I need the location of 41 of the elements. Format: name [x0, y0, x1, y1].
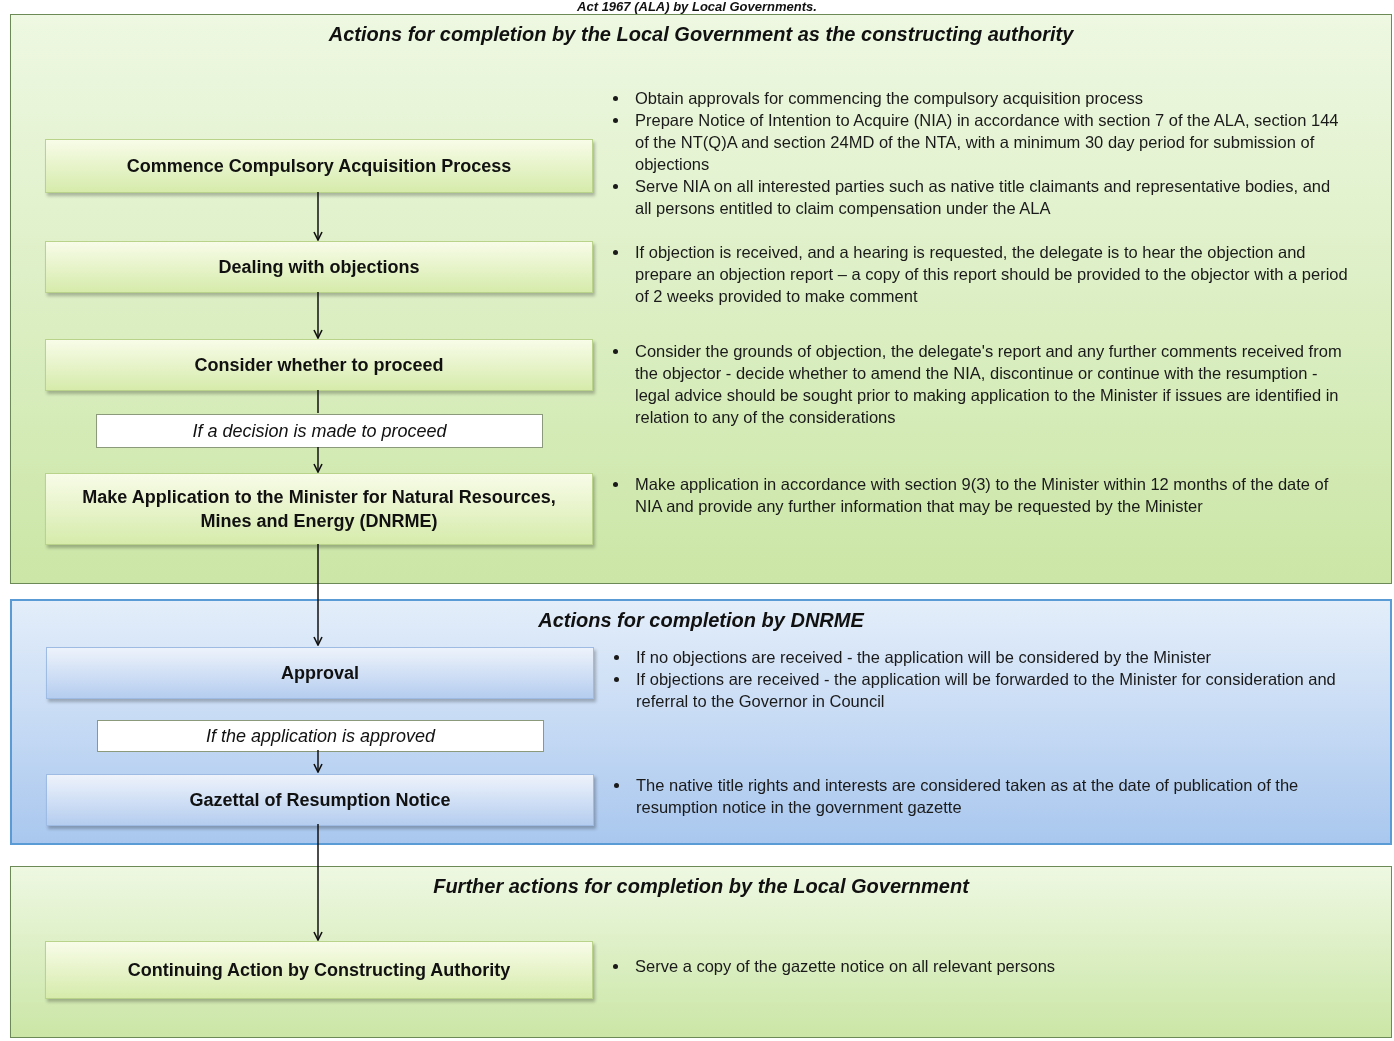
section-heading: Actions for completion by the Local Government as the constructing authority — [327, 22, 1075, 47]
bullet-text: Make application in accordance with section 9(3) to the Minister within 12 months of the date of NIA and provide any further information that may be requested by the Minister — [635, 474, 1330, 517]
connector-arrow — [313, 823, 323, 941]
process-box — [45, 473, 593, 545]
bullet-text: Serve a copy of the gazette notice on all relevant persons — [635, 956, 1056, 977]
process-box — [45, 339, 593, 391]
bullet-text: Prepare Notice of Intention to Acquire (NIA) in accordance with section 7 of the ALA, section 144 of the NT(Q)A and section 24MD of the NTA, with a minimum 30 day period for submission of objections — [635, 110, 1340, 175]
step-label: Approval — [281, 662, 359, 685]
process-box — [46, 647, 594, 699]
step-label: Make Application to the Minister for Natural Resources, Mines and Energy (DNRME) — [81, 486, 557, 533]
condition-text: If a decision is made to proceed — [192, 420, 447, 443]
step-label: Gazettal of Resumption Notice — [189, 789, 451, 812]
condition-box — [96, 414, 543, 448]
section-panel — [10, 866, 1392, 1038]
connector-arrow — [313, 749, 323, 773]
process-box — [45, 241, 593, 293]
connector-arrow — [313, 543, 323, 646]
bullet-text: Consider the grounds of objection, the delegate's report and any further comments received from the objector - decide whether to amend the NIA, discontinue or continue with the resumption - legal advice should be sought prior to making application to the Minister if issues are identified in relation to any of the considerations — [635, 341, 1343, 428]
condition-box — [97, 720, 544, 752]
section-panel — [10, 599, 1392, 845]
condition-text: If the application is approved — [205, 725, 436, 748]
bullet-text: The native title rights and interests are considered taken as at the date of publication of the resumption notice in the government gazette — [636, 775, 1300, 818]
process-box — [45, 139, 593, 193]
bullet-text: If objection is received, and a hearing is requested, the delegate is to hear the objection and prepare an objection report – a copy of this report should be provided to the objector with a period of 2 weeks provided to make comment — [635, 242, 1348, 307]
connector-arrow — [313, 291, 323, 339]
bullet-text: Serve NIA on all interested parties such as native title claimants and representative bodies, and all persons entitled to claim compensation under the ALA — [635, 176, 1332, 219]
connector-arrow — [313, 446, 323, 473]
step-label: Commence Compulsory Acquisition Process — [126, 155, 512, 178]
section-heading: Actions for completion by DNRME — [537, 608, 866, 633]
bullet-text: Obtain approvals for commencing the compulsory acquisition process — [635, 88, 1144, 109]
bullet-text: If no objections are received - the application will be considered by the Minister — [636, 647, 1212, 668]
step-label: Consider whether to proceed — [194, 354, 444, 377]
bullet-text: If objections are received - the application will be forwarded to the Minister for consideration and referral to the Governor in Council — [636, 669, 1337, 712]
connector-arrow — [313, 191, 323, 241]
step-label: Continuing Action by Constructing Authority — [127, 959, 511, 982]
section-heading: Further actions for completion by the Local Government — [432, 874, 971, 899]
process-box — [45, 941, 593, 999]
section-panel — [10, 14, 1392, 584]
step-label: Dealing with objections — [218, 256, 420, 279]
page-title: Act 1967 (ALA) by Local Governments. — [576, 0, 818, 14]
process-box — [46, 774, 594, 826]
